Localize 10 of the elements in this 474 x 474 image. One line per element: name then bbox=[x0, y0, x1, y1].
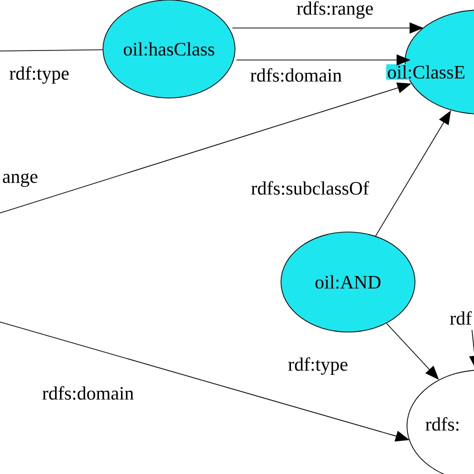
edge-label: rdf bbox=[448, 310, 473, 326]
edge-label: rdfs:domain bbox=[41, 385, 135, 401]
edge-label: rdf:type bbox=[8, 65, 70, 85]
edge-label: rdfs:range bbox=[296, 0, 375, 20]
edge-label: rdfs:subclassOf bbox=[250, 180, 370, 196]
edge-label: rdfs:domain bbox=[249, 67, 343, 83]
edge-label: rdf:type bbox=[286, 356, 350, 376]
ellipse-node: oil:AND bbox=[280, 232, 416, 332]
ellipse-node: oil:ClassE bbox=[386, 10, 474, 114]
edge-label: ange bbox=[1, 172, 40, 188]
